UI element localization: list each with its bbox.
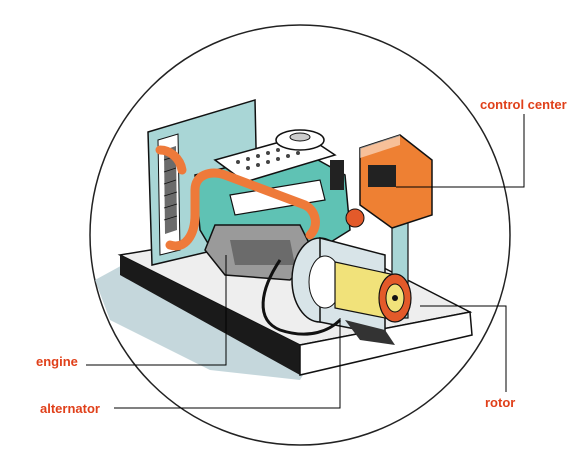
label-engine: engine [36, 355, 78, 368]
label-control-center: control center [480, 98, 567, 111]
label-alternator: alternator [40, 402, 100, 415]
label-rotor: rotor [485, 396, 515, 409]
